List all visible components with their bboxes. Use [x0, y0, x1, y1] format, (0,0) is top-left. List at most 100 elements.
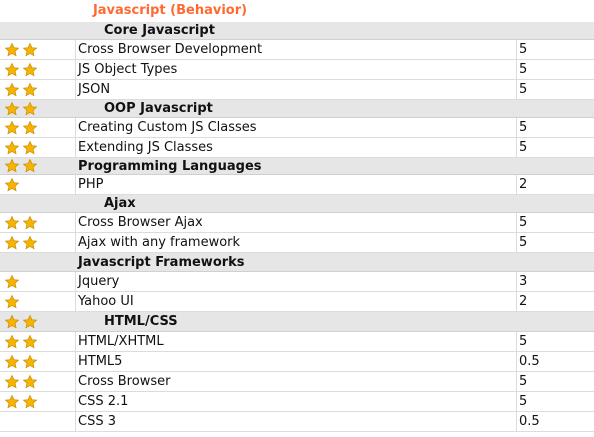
cell-divider — [75, 392, 76, 411]
star-rating — [3, 332, 39, 351]
star-icon — [22, 394, 38, 408]
table-row: Yahoo UI 2 — [0, 292, 594, 312]
star-rating — [3, 213, 39, 232]
table-row: CSS 2.1 5 — [0, 392, 594, 412]
cell-divider — [75, 80, 76, 99]
cell-divider — [516, 292, 517, 311]
star-icon — [22, 354, 38, 368]
cell-divider — [516, 372, 517, 391]
cell-divider — [516, 60, 517, 79]
star-icon — [4, 235, 20, 249]
skill-rating-value: 2 — [519, 294, 528, 309]
section-label: OOP Javascript — [104, 101, 213, 116]
skill-name: Creating Custom JS Classes — [78, 120, 257, 135]
skill-name: Cross Browser Development — [78, 42, 263, 57]
star-rating — [3, 392, 39, 411]
cell-divider — [75, 118, 76, 137]
section-header-row: Core Javascript — [0, 22, 594, 40]
cell-divider — [75, 233, 76, 252]
skill-rating-value: 5 — [519, 215, 528, 230]
star-rating — [3, 80, 39, 99]
skill-rating-value: 0.5 — [519, 354, 540, 369]
star-icon — [4, 101, 20, 115]
star-icon — [22, 42, 38, 56]
table-row: Cross Browser 5 — [0, 372, 594, 392]
star-icon — [22, 120, 38, 134]
skill-rating-value: 2 — [519, 177, 528, 192]
skill-name: HTML/XHTML — [78, 334, 164, 349]
star-icon — [22, 235, 38, 249]
skill-rating-value: 3 — [519, 274, 528, 289]
cell-divider — [516, 332, 517, 351]
skill-rating-value: 5 — [519, 62, 528, 77]
star-icon — [22, 158, 38, 173]
cell-divider — [516, 392, 517, 411]
cell-divider — [516, 118, 517, 137]
cell-divider — [516, 80, 517, 99]
cell-divider — [516, 412, 517, 431]
star-icon — [4, 314, 20, 328]
section-label: Ajax — [104, 196, 136, 211]
star-rating — [3, 292, 21, 311]
skill-rating-value: 5 — [519, 235, 528, 250]
star-icon — [22, 215, 38, 229]
table-row: Jquery 3 — [0, 272, 594, 292]
cell-divider — [516, 352, 517, 371]
cell-divider — [75, 332, 76, 351]
cell-divider — [516, 272, 517, 291]
section-header-row: Ajax — [0, 195, 594, 213]
skill-name: Yahoo UI — [78, 294, 134, 309]
skill-name: CSS 3 — [78, 414, 116, 429]
star-icon — [4, 215, 20, 229]
skill-name: Jquery — [78, 274, 120, 289]
cell-divider — [516, 233, 517, 252]
cell-divider — [75, 175, 76, 194]
star-rating — [3, 175, 21, 194]
star-icon — [22, 334, 38, 348]
cell-divider — [75, 352, 76, 371]
skill-rating-value: 5 — [519, 394, 528, 409]
skill-name: Extending JS Classes — [78, 140, 213, 155]
star-rating — [3, 40, 39, 59]
star-icon — [4, 294, 20, 308]
star-icon — [22, 62, 38, 76]
skill-rating-value: 5 — [519, 82, 528, 97]
cell-divider — [75, 372, 76, 391]
section-header-row: Javascript Frameworks — [0, 253, 594, 272]
cell-divider — [516, 175, 517, 194]
skill-rating-value: 5 — [519, 334, 528, 349]
star-rating — [3, 118, 39, 137]
cell-divider — [516, 213, 517, 232]
star-rating — [3, 352, 39, 371]
star-rating — [3, 372, 39, 391]
skill-name: Ajax with any framework — [78, 235, 241, 250]
section-label: HTML/CSS — [104, 314, 178, 329]
star-icon — [4, 274, 20, 288]
table-row: HTML/XHTML 5 — [0, 332, 594, 352]
star-icon — [4, 82, 20, 96]
star-icon — [4, 354, 20, 368]
section-header-row: OOP Javascript — [0, 100, 594, 118]
star-icon — [22, 314, 38, 328]
star-icon — [22, 140, 38, 154]
star-icon — [22, 101, 38, 115]
skill-name: Cross Browser — [78, 374, 171, 389]
cell-divider — [75, 213, 76, 232]
skill-rating-value: 5 — [519, 374, 528, 389]
section-label: Programming Languages — [78, 158, 262, 174]
table-row: CSS 3 0.5 — [0, 412, 594, 432]
cell-divider — [516, 138, 517, 157]
skill-rating-value: 0.5 — [519, 414, 540, 429]
skill-name: CSS 2.1 — [78, 394, 129, 409]
star-rating — [3, 312, 39, 331]
star-icon — [4, 42, 20, 56]
star-icon — [22, 82, 38, 96]
star-icon — [4, 140, 20, 154]
star-icon — [4, 177, 20, 191]
cell-divider — [75, 272, 76, 291]
